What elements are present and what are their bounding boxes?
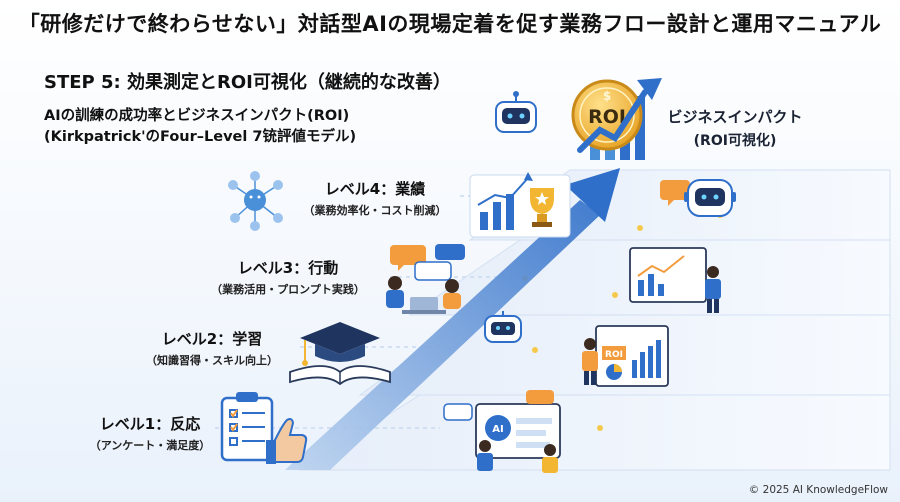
roi-title: ビジネスインパクト: [667, 108, 803, 126]
level-1-title: レベル1：反応: [99, 415, 201, 433]
level-3-desc: （業務活用・プロンプト実践）: [211, 283, 365, 296]
level-4-label: レベル4：業績 （業務効率化・コスト削減）: [275, 178, 475, 218]
performance-chart-trophy-icon: [469, 172, 571, 238]
level-4-desc: （業務効率化・コスト削減）: [303, 204, 447, 217]
growth-arrow-icon: [285, 168, 620, 470]
level-1-desc: （アンケート・満足度）: [89, 439, 211, 452]
robot-icon-top: [495, 91, 537, 133]
robot-icon-middle: [484, 311, 522, 343]
book-icon: [289, 365, 391, 386]
subtitle: AIの訓練の成功率とビジネスインパクト(ROI) (Kirkpatrick'のF…: [44, 106, 356, 148]
graduation-cap-icon: [300, 322, 380, 366]
roi-coin-icon: $ ROI: [571, 78, 662, 160]
level-3-title: レベル3：行動: [237, 259, 339, 277]
level-2-title: レベル2：学習: [161, 330, 263, 348]
level-1-label: レベル1：反応 （アンケート・満足度）: [50, 413, 250, 453]
subtitle-line-1: AIの訓練の成功率とビジネスインパクト(ROI): [44, 108, 350, 124]
copyright: © 2025 AI KnowledgeFlow: [748, 484, 888, 496]
robot-icon-right: [660, 179, 736, 217]
svg-text:$: $: [603, 89, 611, 103]
step-heading: STEP 5: 効果測定とROI可視化（継続的な改善）: [44, 72, 451, 93]
roi-label: ビジネスインパクト (ROI可視化): [645, 106, 825, 150]
roi-desc: (ROI可視化): [693, 133, 777, 149]
ai-network-icon: [228, 171, 283, 231]
page-title: 「研修だけで終わらせない」対話型AIの現場定着を促す業務フロー設計と運用マニュア…: [18, 12, 882, 36]
subtitle-line-2: (Kirkpatrick'のFour–Level 7铳評値モデル): [44, 129, 357, 145]
roi-report-board-icon: ROI: [582, 325, 669, 387]
roi-coin-text: ROI: [588, 106, 626, 128]
roi-board-text: ROI: [605, 350, 623, 360]
level-2-label: レベル2：学習 （知識習得・スキル向上）: [112, 328, 312, 368]
ai-screen-users-icon: AI: [443, 390, 561, 473]
level-3-label: レベル3：行動 （業務活用・プロンプト実践）: [188, 257, 388, 297]
clipboard-checklist-icon: [220, 392, 274, 462]
level-2-desc: （知識習得・スキル向上）: [146, 354, 278, 367]
thumbs-up-icon: [266, 418, 308, 464]
ai-badge-text: AI: [492, 424, 503, 435]
presentation-line-chart-icon: [629, 247, 721, 313]
team-discussion-icon: [386, 244, 465, 314]
level-4-title: レベル4：業績: [324, 180, 426, 198]
